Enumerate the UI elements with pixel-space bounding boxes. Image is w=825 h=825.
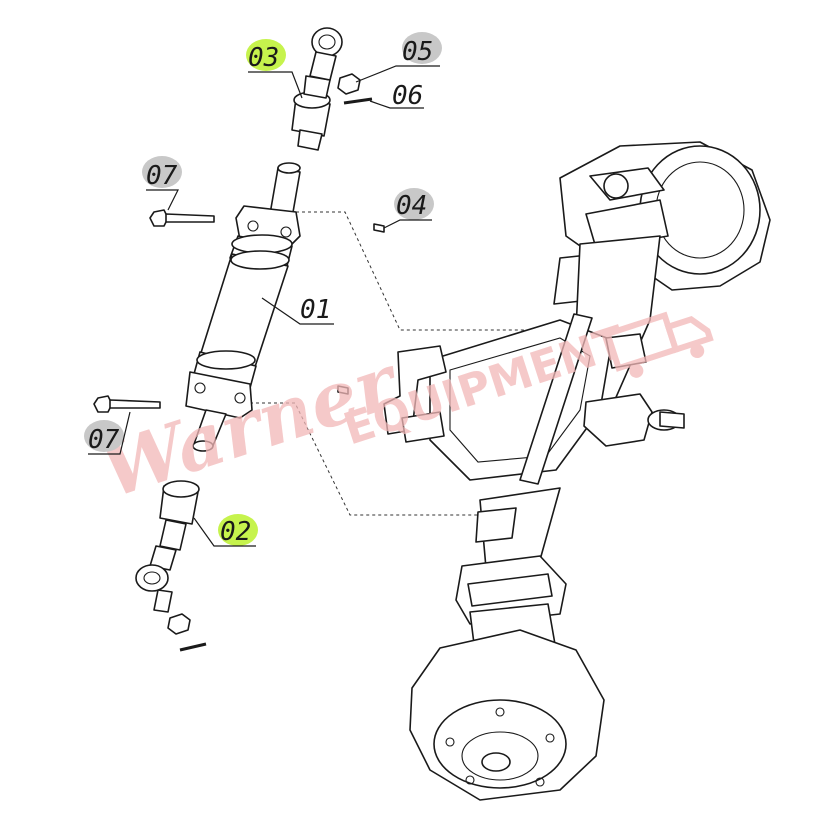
callout-07-lower: 07 bbox=[84, 411, 131, 455]
steering-cylinder bbox=[185, 162, 301, 452]
upper-bolt bbox=[149, 209, 215, 227]
callout-label-07-lower: 07 bbox=[88, 425, 120, 455]
callout-label-07-upper: 07 bbox=[146, 161, 178, 191]
callout-06: 06 bbox=[369, 81, 424, 111]
callout-07-upper: 07 bbox=[142, 156, 182, 211]
dowel-pin bbox=[337, 223, 385, 395]
lower-nut bbox=[167, 613, 191, 635]
truck-icon bbox=[603, 311, 714, 378]
assembly-guide-lines bbox=[250, 211, 548, 516]
callout-02: 02 bbox=[193, 514, 258, 547]
callout-label-04: 04 bbox=[396, 191, 427, 221]
lower-cotter-pin bbox=[179, 642, 207, 652]
lower-bolt bbox=[93, 395, 161, 413]
callout-05: 05 bbox=[355, 32, 442, 83]
upper-cotter-pin bbox=[343, 97, 373, 105]
front-axle bbox=[383, 141, 771, 801]
upper-tie-rod-end bbox=[291, 27, 343, 151]
callout-label-06: 06 bbox=[392, 81, 423, 111]
lower-tie-rod-end bbox=[135, 480, 200, 613]
callout-01: 01 bbox=[261, 295, 334, 325]
callout-label-05: 05 bbox=[402, 37, 433, 67]
callout-label-01: 01 bbox=[300, 295, 331, 325]
callout-label-03: 03 bbox=[248, 43, 279, 73]
callout-label-02: 02 bbox=[220, 517, 251, 547]
callout-03: 03 bbox=[246, 39, 303, 99]
upper-nut bbox=[337, 73, 361, 95]
callout-04: 04 bbox=[383, 188, 434, 229]
